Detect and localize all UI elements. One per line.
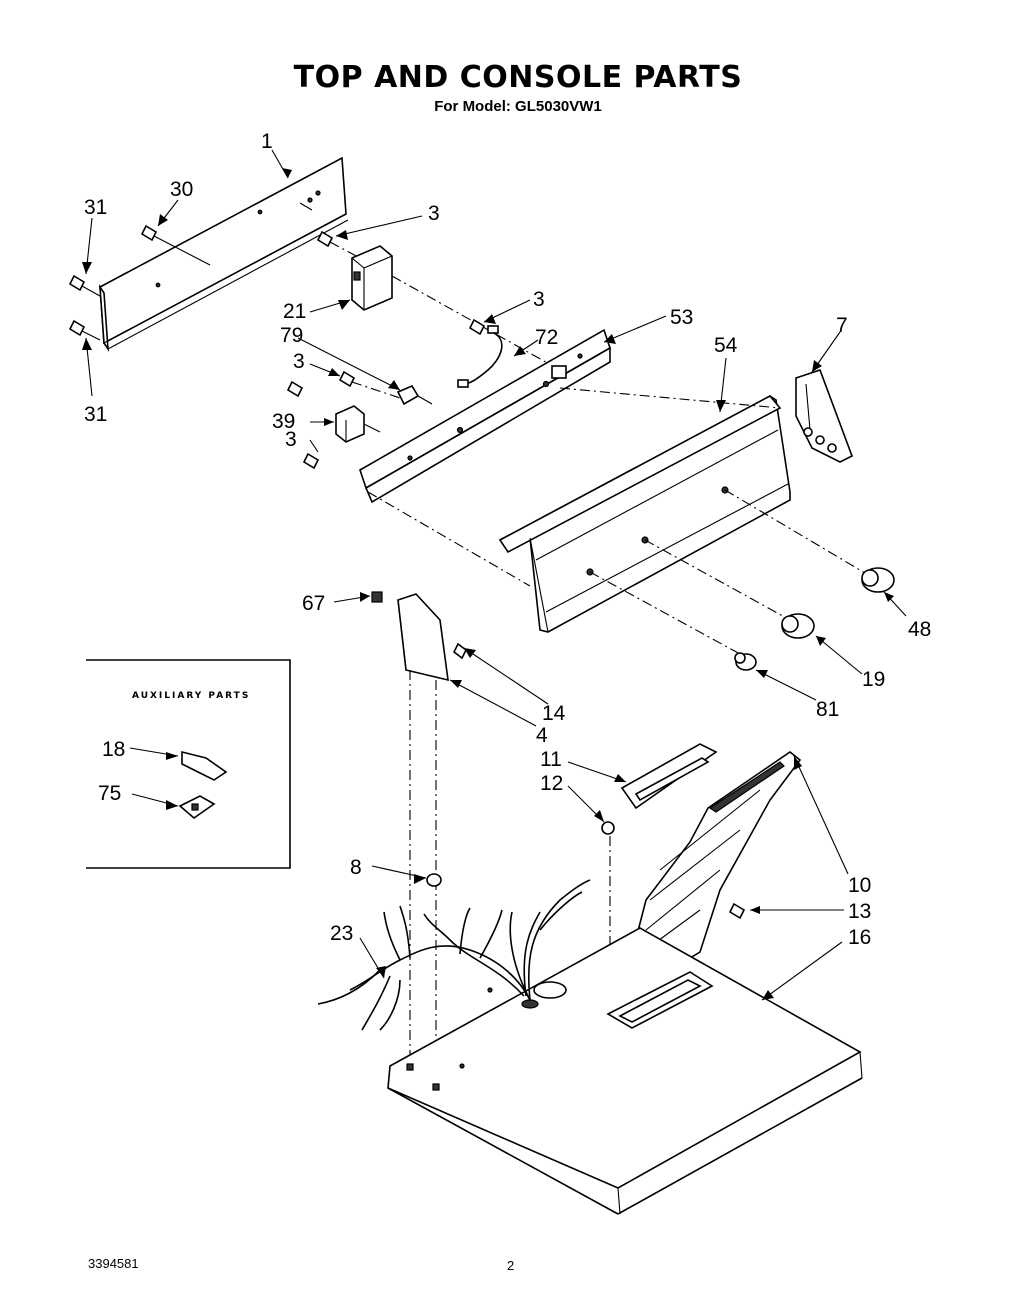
callout-72: 72 xyxy=(535,326,558,349)
callout-3-top: 3 xyxy=(428,202,440,225)
screw-30 xyxy=(140,224,211,266)
screw-31-lower xyxy=(68,319,101,341)
wire-harness-23 xyxy=(317,879,591,1031)
connector-75 xyxy=(178,795,216,820)
screw-3-c xyxy=(338,370,401,399)
callout-13: 13 xyxy=(848,900,871,923)
screw-13 xyxy=(728,902,746,920)
lint-screen-housing-11 xyxy=(620,743,718,810)
page-number: 2 xyxy=(507,1258,515,1273)
callout-11: 11 xyxy=(540,748,562,771)
clip-8 xyxy=(426,873,442,887)
callout-31-bottom: 31 xyxy=(84,403,107,426)
callout-3-lower: 3 xyxy=(285,428,297,451)
auxiliary-heading: AUXILIARY PARTS xyxy=(132,691,250,701)
callout-53: 53 xyxy=(670,306,693,329)
callout-1: 1 xyxy=(261,130,273,153)
console-54 xyxy=(367,387,871,655)
screw-3-d xyxy=(286,380,304,398)
callout-labels: 1 30 31 31 3 3 3 3 21 79 72 53 54 7 39 6… xyxy=(84,130,931,949)
callout-14: 14 xyxy=(542,702,566,725)
knob-48 xyxy=(861,567,895,593)
callout-10: 10 xyxy=(848,874,871,897)
auxiliary-parts-box: AUXILIARY PARTS xyxy=(86,659,291,869)
terminal-18 xyxy=(181,750,228,781)
model-subtitle: For Model: GL5030VW1 xyxy=(434,98,602,115)
callout-81: 81 xyxy=(816,698,839,721)
leader-arrows xyxy=(82,149,907,1001)
callout-3-left: 3 xyxy=(293,350,305,373)
callout-54: 54 xyxy=(714,334,738,357)
screw-3-e xyxy=(302,452,320,470)
callout-7: 7 xyxy=(836,314,848,337)
end-cap-4 xyxy=(397,593,449,1084)
callout-4: 4 xyxy=(536,724,548,747)
switch-79 xyxy=(396,384,433,406)
knob-19 xyxy=(781,613,815,639)
screw-3-b xyxy=(468,318,486,336)
top-panel-16 xyxy=(387,927,863,1215)
document-number: 3394581 xyxy=(88,1256,139,1271)
knob-81 xyxy=(734,652,757,671)
lint-screen-10 xyxy=(629,751,802,971)
console-bracket-53 xyxy=(359,328,611,504)
callout-18: 18 xyxy=(102,738,125,761)
callout-12: 12 xyxy=(540,772,563,795)
switch-39 xyxy=(335,405,381,443)
callout-30: 30 xyxy=(170,178,193,201)
page-title: TOP AND CONSOLE PARTS xyxy=(293,60,743,95)
callout-31-top: 31 xyxy=(84,196,107,219)
callout-39: 39 xyxy=(272,410,295,433)
screw-14 xyxy=(452,642,468,660)
end-cap-7 xyxy=(795,368,854,463)
callout-75: 75 xyxy=(98,782,121,805)
callout-21: 21 xyxy=(283,300,306,323)
timer-21 xyxy=(351,245,561,371)
callout-79: 79 xyxy=(280,324,303,347)
callout-23: 23 xyxy=(330,922,353,945)
clip-67 xyxy=(371,591,383,603)
screw-3-a xyxy=(316,230,361,259)
callout-67: 67 xyxy=(302,592,325,615)
screw-31-upper xyxy=(68,274,101,297)
wire-72 xyxy=(457,325,503,388)
callout-3-mid: 3 xyxy=(533,288,545,311)
callout-48: 48 xyxy=(908,618,931,641)
callout-19: 19 xyxy=(862,668,885,691)
callout-16: 16 xyxy=(848,926,871,949)
rear-console-panel xyxy=(98,156,349,352)
callout-8: 8 xyxy=(350,856,362,879)
